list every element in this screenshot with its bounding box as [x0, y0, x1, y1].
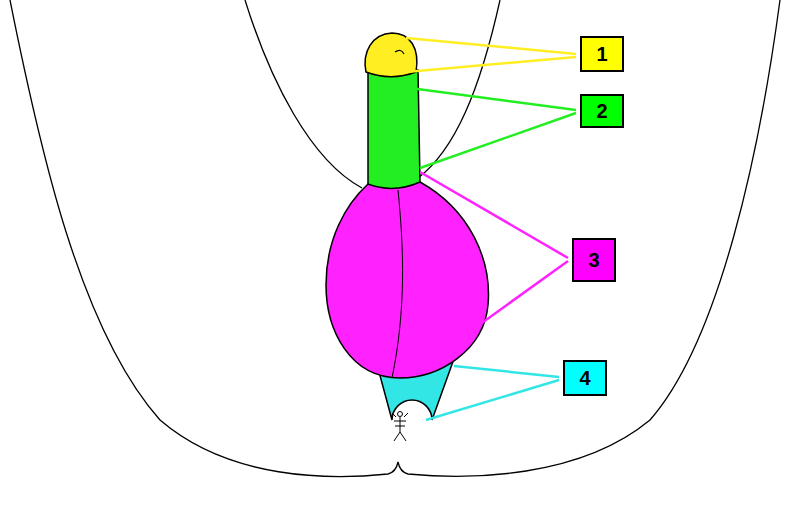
callout-box: 3	[572, 238, 616, 282]
leader-line	[406, 38, 576, 72]
leader-line	[410, 88, 576, 168]
callout-box: 1	[580, 36, 624, 72]
urethral-opening	[395, 50, 404, 54]
body-outline	[10, 0, 780, 477]
callout-box: 2	[580, 94, 624, 128]
scrotal-raphe	[392, 190, 403, 378]
callout-number: 1	[596, 44, 607, 64]
callout-number: 4	[579, 368, 590, 388]
leader-line	[426, 366, 559, 420]
callout-number: 2	[596, 101, 607, 121]
callout-box: 4	[563, 360, 607, 396]
anus-symbol	[392, 412, 408, 442]
right-thigh-line	[418, 0, 500, 178]
buttock-outline	[10, 0, 780, 477]
leader-lines	[406, 38, 576, 420]
left-thigh-line	[245, 0, 362, 188]
scrotum	[326, 182, 488, 378]
leader-line	[420, 172, 568, 330]
callout-number: 3	[588, 250, 599, 270]
